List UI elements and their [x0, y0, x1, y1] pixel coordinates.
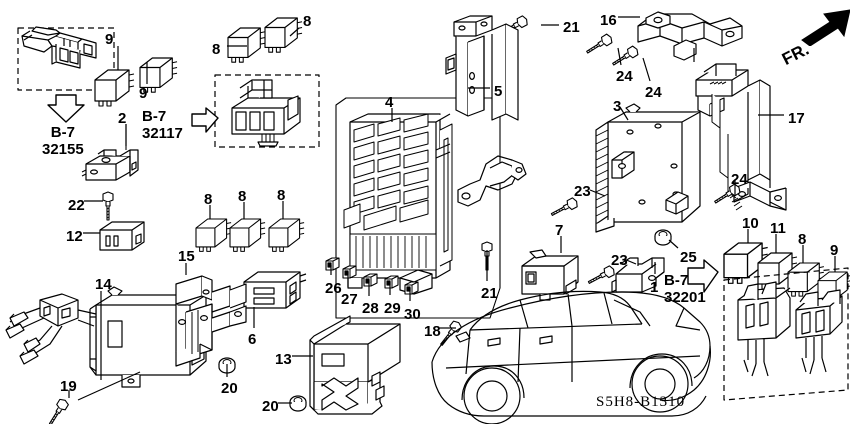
callout-3[interactable]: 3 — [613, 98, 622, 115]
leader-line — [289, 27, 300, 37]
leader-line — [619, 106, 629, 121]
callout-24[interactable]: 24 — [616, 68, 633, 85]
callout-26[interactable]: 26 — [325, 280, 342, 297]
ref-code: B-7 — [142, 108, 167, 125]
callout-8[interactable]: 8 — [798, 231, 807, 248]
callout-6[interactable]: 6 — [248, 331, 257, 348]
callout-2[interactable]: 2 — [118, 110, 127, 127]
callout-21[interactable]: 21 — [563, 19, 580, 36]
leader-line — [617, 47, 622, 66]
callout-30[interactable]: 30 — [404, 306, 421, 323]
callout-14[interactable]: 14 — [95, 276, 112, 293]
callout-24[interactable]: 24 — [731, 171, 748, 188]
callout-1[interactable]: 1 — [650, 279, 659, 296]
callout-16[interactable]: 16 — [600, 12, 617, 29]
callout-10[interactable]: 10 — [742, 215, 759, 232]
front-direction-arrow-icon — [801, 9, 850, 46]
callout-22[interactable]: 22 — [68, 197, 85, 214]
callout-4[interactable]: 4 — [385, 94, 394, 111]
leader-line — [589, 189, 606, 197]
ref-block-32117[interactable]: B-7 32117 — [142, 108, 183, 143]
ref-block-32155[interactable]: B-7 32155 — [42, 124, 84, 159]
drawing-number: S5H8-B1310 — [596, 394, 686, 410]
callout-18[interactable]: 18 — [424, 323, 441, 340]
callout-8[interactable]: 8 — [303, 13, 312, 30]
callout-15[interactable]: 15 — [178, 248, 195, 265]
ref-code: B-7 — [50, 124, 75, 141]
callout-23[interactable]: 23 — [574, 183, 591, 200]
callout-9[interactable]: 9 — [830, 242, 839, 259]
callout-29[interactable]: 29 — [384, 300, 401, 317]
callout-5[interactable]: 5 — [494, 83, 503, 100]
leader-line — [623, 258, 637, 265]
callout-8[interactable]: 8 — [277, 187, 286, 204]
callout-21[interactable]: 21 — [481, 285, 498, 302]
callout-9[interactable]: 9 — [105, 31, 114, 48]
callout-7[interactable]: 7 — [555, 222, 564, 239]
callout-13[interactable]: 13 — [275, 351, 292, 368]
callout-28[interactable]: 28 — [362, 300, 379, 317]
ref-part: 32201 — [664, 289, 706, 307]
callout-8[interactable]: 8 — [204, 191, 213, 208]
callout-23[interactable]: 23 — [611, 252, 628, 269]
callout-12[interactable]: 12 — [66, 228, 83, 245]
ref-code: B-7 — [664, 272, 689, 289]
callout-27[interactable]: 27 — [341, 291, 358, 308]
callout-24[interactable]: 24 — [645, 84, 662, 101]
ref-block-32201[interactable]: B-7 32201 — [664, 272, 706, 307]
ref-part: 32155 — [42, 141, 84, 159]
callout-19[interactable]: 19 — [60, 378, 77, 395]
callout-9[interactable]: 9 — [139, 85, 148, 102]
leader-line — [642, 57, 651, 82]
callout-20[interactable]: 20 — [262, 398, 279, 415]
callout-8[interactable]: 8 — [212, 41, 221, 58]
callout-11[interactable]: 11 — [770, 220, 786, 237]
callout-20[interactable]: 20 — [221, 380, 238, 397]
ref-part: 32117 — [142, 125, 183, 143]
callout-25[interactable]: 25 — [680, 249, 697, 266]
callout-8[interactable]: 8 — [238, 188, 247, 205]
leader-line — [668, 239, 679, 249]
callout-17[interactable]: 17 — [788, 110, 805, 127]
leader-lines — [68, 16, 836, 404]
